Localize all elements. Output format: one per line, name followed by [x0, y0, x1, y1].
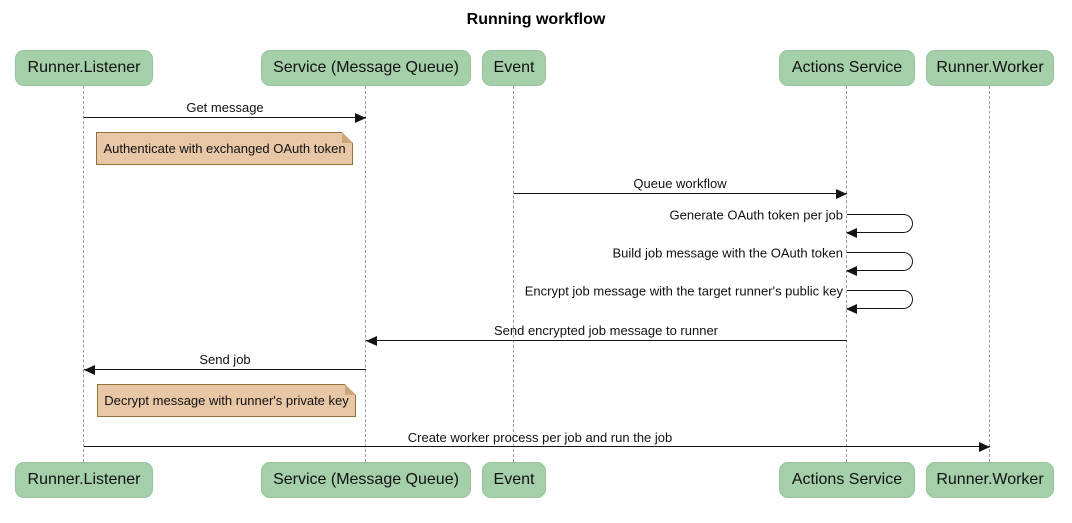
arrowhead: [836, 189, 847, 199]
message-label: Encrypt job message with the target runn…: [524, 283, 843, 299]
arrowhead: [846, 266, 857, 276]
arrowhead: [979, 442, 990, 452]
actor-actions-service-top: Actions Service: [779, 50, 915, 86]
message-line: [366, 340, 847, 341]
actor-event-bottom: Event: [482, 462, 546, 498]
message-label: Send job: [199, 352, 251, 367]
actor-runner-listener-top: Runner.Listener: [15, 50, 153, 86]
lifeline-service-message-queue: [365, 86, 366, 462]
arrowhead: [846, 304, 857, 314]
actor-service-message-queue-bottom: Service (Message Queue): [261, 462, 471, 498]
self-loop-line: [846, 252, 913, 276]
note-authenticate-oauth-token: Authenticate with exchanged OAuth token: [96, 132, 353, 165]
lifeline-runner-worker: [989, 86, 990, 462]
arrowhead: [366, 336, 377, 346]
actor-service-message-queue-top: Service (Message Queue): [261, 50, 471, 86]
note-decrypt-message: Decrypt message with runner's private ke…: [97, 384, 356, 417]
lifeline-runner-listener: [83, 86, 84, 462]
message-line: [84, 117, 366, 118]
message-label: Queue workflow: [633, 176, 727, 191]
message-label: Generate OAuth token per job: [669, 207, 843, 223]
message-line: [514, 193, 847, 194]
message-label: Get message: [186, 100, 264, 115]
message-line: [84, 446, 990, 447]
message-label: Create worker process per job and run th…: [407, 430, 673, 445]
message-label: Send encrypted job message to runner: [493, 323, 719, 338]
arrowhead: [355, 113, 366, 123]
diagram-title: Running workflow: [466, 11, 606, 28]
actor-runner-worker-top: Runner.Worker: [926, 50, 1054, 86]
arrowhead: [84, 365, 95, 375]
message-label: Build job message with the OAuth token: [612, 245, 843, 261]
lifeline-event: [513, 86, 514, 462]
self-loop-line: [846, 290, 913, 314]
arrowhead: [846, 228, 857, 238]
actor-actions-service-bottom: Actions Service: [779, 462, 915, 498]
actor-runner-worker-bottom: Runner.Worker: [926, 462, 1054, 498]
message-line: [84, 369, 366, 370]
self-loop-line: [846, 214, 913, 238]
actor-runner-listener-bottom: Runner.Listener: [15, 462, 153, 498]
actor-event-top: Event: [482, 50, 546, 86]
